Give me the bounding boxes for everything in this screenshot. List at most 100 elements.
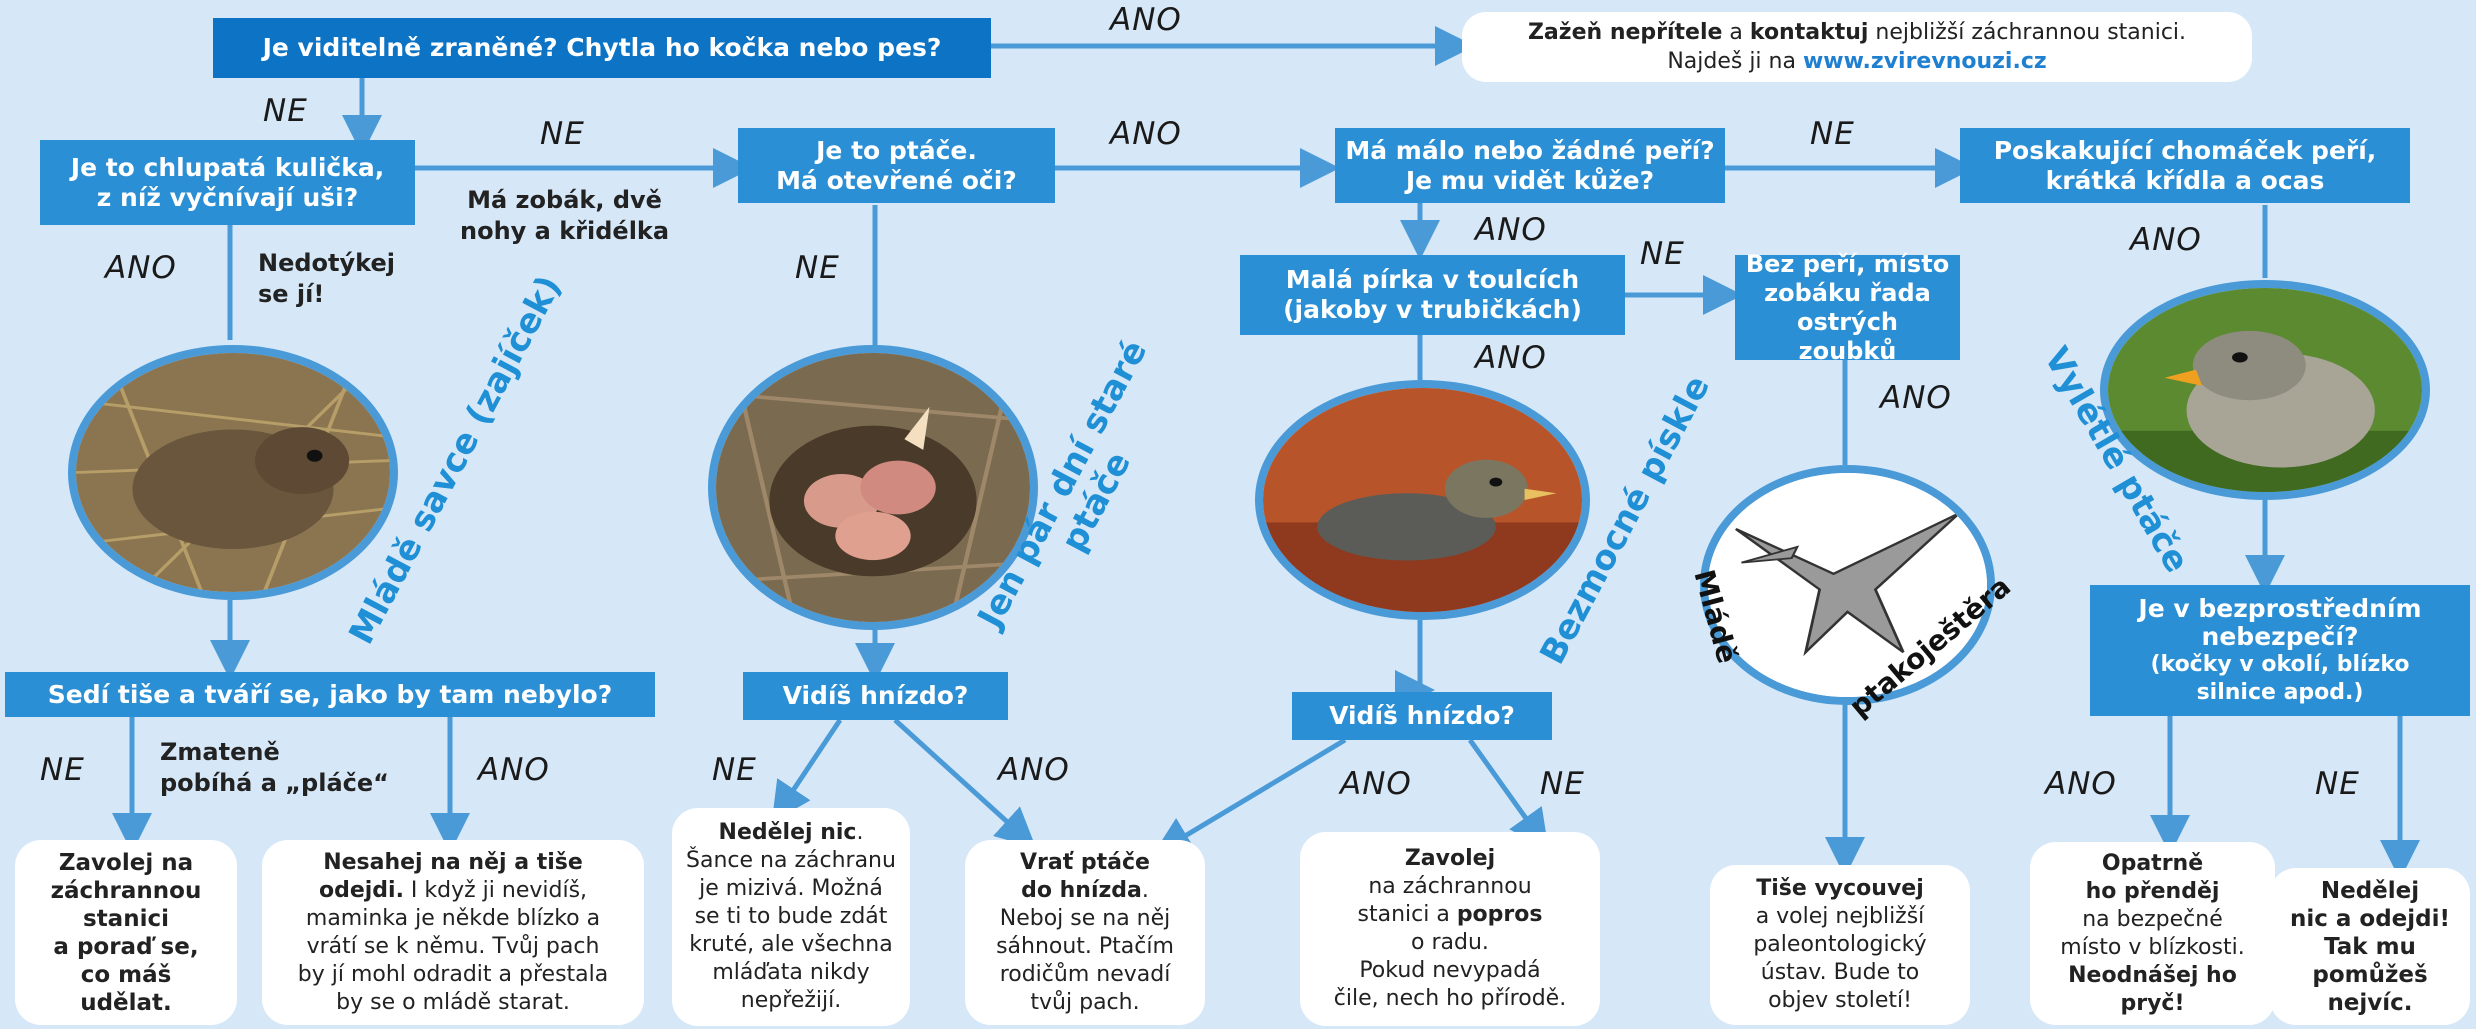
c3-line6: mláďata nikdy <box>712 959 869 987</box>
note-beak-line1: Má zobák, dvě <box>460 185 669 216</box>
c1-line2: záchrannou <box>51 877 202 905</box>
c1-line3: stanici <box>83 905 169 933</box>
c7-bold1: Opatrně <box>2102 850 2203 878</box>
note-dont-touch: Nedotýkej se jí! <box>258 248 395 310</box>
c5-line4: o radu. <box>1411 929 1489 957</box>
c7-bold4: pryč! <box>2120 990 2184 1018</box>
label-ano: ANO <box>998 752 1070 788</box>
c5-line3: stanici a popros <box>1358 901 1543 929</box>
label-ano: ANO <box>1110 2 1182 38</box>
label-ne: NE <box>263 93 308 129</box>
label-ne: NE <box>540 116 585 152</box>
label-ne: NE <box>1810 116 1855 152</box>
hare-photo <box>68 345 398 600</box>
c4-line4: sáhnout. Ptačím <box>996 933 1174 961</box>
c3-line2: Šance na záchranu <box>686 847 896 875</box>
q7-line3: ostrých zoubků <box>1745 308 1950 366</box>
c7-line3: na bezpečné <box>2082 906 2223 934</box>
c8-line4: pomůžeš <box>2312 961 2427 989</box>
answer-leave-quietly: Nesahej na něj a tiše odejdi. I když ji … <box>262 840 644 1025</box>
label-ano: ANO <box>1110 116 1182 152</box>
c1-line5: co máš <box>81 961 172 989</box>
top-card-line2: Najdeš ji na www.zvirevnouzi.cz <box>1667 47 2046 76</box>
website-link[interactable]: www.zvirevnouzi.cz <box>1803 49 2047 74</box>
answer-do-nothing: Nedělej nic. Šance na záchranu je mizivá… <box>672 808 910 1026</box>
q4-line2: Je mu vidět kůže? <box>1406 166 1654 196</box>
c5-line5: Pokud nevypadá <box>1359 957 1540 985</box>
c1-line4: a poraď se, <box>53 933 198 961</box>
question-few-feathers: Má málo nebo žádné peří? Je mu vidět kůž… <box>1335 128 1725 203</box>
label-ne: NE <box>795 250 840 286</box>
c5-bold1: Zavolej <box>1405 845 1495 873</box>
q5-line2: krátká křídla a ocas <box>2046 166 2325 196</box>
label-ne: NE <box>712 752 757 788</box>
c4-line2: do hnízda. <box>1021 877 1149 905</box>
c6-line5: objev století! <box>1768 987 1912 1015</box>
c7-bold3: Neodnášej ho <box>2068 962 2237 990</box>
q11-line3: (kočky v okolí, blízko <box>2150 651 2409 679</box>
c6-line4: ústav. Bude to <box>1761 959 1919 987</box>
top-card-part3: kontaktuj <box>1750 20 1869 45</box>
answer-call-and-ask: Zavolej na záchrannou stanici a popros o… <box>1300 832 1600 1026</box>
c7-line4: místo v blízkosti. <box>2060 934 2244 962</box>
q11-line2: nebezpečí? <box>2202 623 2359 651</box>
pterosaur-illustration <box>1700 465 1995 705</box>
question-no-feathers-teeth: Bez peří, místo zobáku řada ostrých zoub… <box>1735 255 1960 360</box>
top-card-part2: a <box>1722 20 1749 45</box>
question-see-nest-1: Vidíš hnízdo? <box>743 672 1008 720</box>
c3-line5: kruté, ale všechna <box>689 931 892 959</box>
q7-line2: zobáku řada <box>1764 279 1931 308</box>
c6-bold1: Tiše vycouvej <box>1756 875 1924 903</box>
c4-line6: tvůj pach. <box>1030 989 1139 1017</box>
q4-line1: Má málo nebo žádné peří? <box>1345 136 1714 166</box>
label-ano: ANO <box>2130 222 2202 258</box>
label-ano: ANO <box>1880 380 1952 416</box>
c2-line3: maminka je někde blízko a <box>306 905 600 933</box>
answer-call-station: Zavolej na záchrannou stanici a poraď se… <box>15 840 237 1025</box>
c2-bold2: odejdi. <box>319 878 404 903</box>
q11-line4: silnice apod.) <box>2197 679 2364 707</box>
c2-line2: odejdi. I když ji nevidíš, <box>319 877 587 905</box>
c2-line5: by jí mohl odradit a přestala <box>298 961 608 989</box>
c4-bold1: Vrať ptáče <box>1020 849 1150 877</box>
question-immediate-danger: Je v bezprostředním nebezpečí? (kočky v … <box>2090 585 2470 716</box>
q2-line1: Je to chlupatá kulička, <box>71 153 384 183</box>
q2-line2: z níž vyčnívají uši? <box>97 183 358 213</box>
question-hopping-fluff: Poskakující chomáček peří, krátká křídla… <box>1960 128 2410 203</box>
nestling-chick-photo <box>1255 380 1590 620</box>
c3-bold: Nedělej nic <box>719 820 857 845</box>
c2-text1: I když ji nevidíš, <box>404 878 587 903</box>
q11-line1: Je v bezprostředním <box>2138 595 2421 623</box>
c8-line3: Tak mu <box>2324 933 2416 961</box>
q6-line2: (jakoby v trubičkách) <box>1283 295 1582 325</box>
q3-line2: Má otevřené oči? <box>776 166 1017 196</box>
c1-line6: udělat. <box>80 989 172 1017</box>
question-injured: Je viditelně zraněné? Chytla ho kočka ne… <box>213 18 991 78</box>
c3-line1: Nedělej nic. <box>719 819 864 847</box>
answer-paleontology: Tiše vycouvej a volej nejbližší paleonto… <box>1710 865 1970 1025</box>
note-beak-legs: Má zobák, dvě nohy a křidélka <box>460 185 669 247</box>
note-dont-touch-line1: Nedotýkej <box>258 248 395 279</box>
label-ano: ANO <box>2045 766 2117 802</box>
label-ne: NE <box>1540 766 1585 802</box>
question-pin-feathers: Malá pírka v toulcích (jakoby v trubičká… <box>1240 255 1625 335</box>
c6-line3: paleontologický <box>1753 931 1926 959</box>
question-bird-eyes: Je to ptáče. Má otevřené oči? <box>738 128 1055 203</box>
note-beak-line2: nohy a křidélka <box>460 216 669 247</box>
c3-line3: je mizivá. Možná <box>699 875 883 903</box>
c5-t2b: popros <box>1457 902 1543 927</box>
c6-line2: a volej nejbližší <box>1756 903 1925 931</box>
question-sits-quietly: Sedí tiše a tváří se, jako by tam nebylo… <box>5 672 655 717</box>
c3-dot: . <box>856 820 863 845</box>
c4-line5: rodičům nevadí <box>1000 961 1171 989</box>
question-see-nest-2: Vidíš hnízdo? <box>1292 692 1552 740</box>
c4-bold2: do hnízda <box>1021 878 1142 903</box>
answer-return-to-nest: Vrať ptáče do hnízda. Neboj se na něj sá… <box>965 840 1205 1025</box>
c2-line6: by se o mládě starat. <box>336 989 570 1017</box>
note-confused-line1: Zmateně <box>160 737 389 768</box>
c3-line4: se ti to bude zdát <box>695 903 888 931</box>
label-ano: ANO <box>478 752 550 788</box>
fledgling-photo <box>2100 280 2430 500</box>
c2-bold-line: Nesahej na něj a tiše <box>323 849 583 877</box>
c8-line5: nejvíc. <box>2327 989 2412 1017</box>
